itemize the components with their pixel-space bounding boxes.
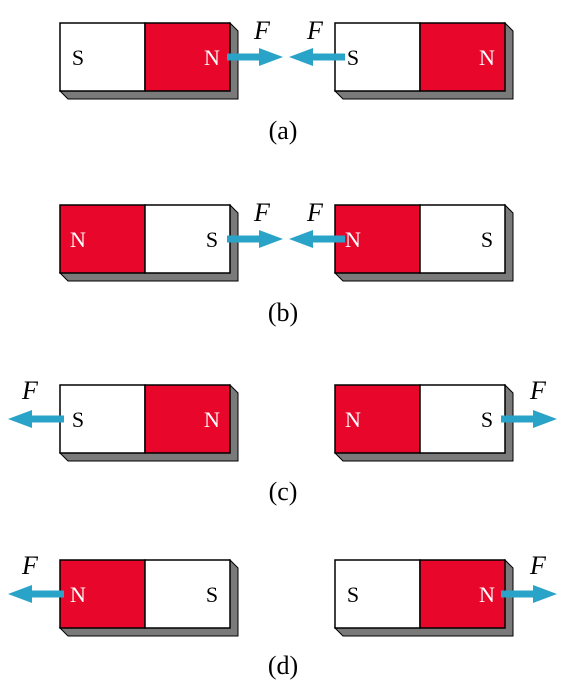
panel-caption: (a) bbox=[269, 116, 298, 145]
pole-label: N bbox=[70, 227, 86, 252]
north-pole bbox=[59, 204, 146, 274]
force-label: F bbox=[253, 198, 271, 227]
north-pole bbox=[144, 384, 231, 454]
force-arrow-icon bbox=[8, 585, 64, 603]
pole-label: N bbox=[479, 45, 495, 70]
pole-label: N bbox=[70, 582, 86, 607]
north-pole bbox=[144, 22, 231, 92]
panel-caption: (b) bbox=[268, 298, 298, 327]
pole-label: N bbox=[204, 407, 220, 432]
pole-label: N bbox=[345, 407, 361, 432]
south-pole bbox=[334, 22, 421, 92]
south-pole bbox=[334, 559, 421, 629]
north-pole bbox=[419, 559, 506, 629]
north-pole bbox=[59, 559, 146, 629]
south-pole bbox=[144, 204, 231, 274]
force-arrow-icon bbox=[289, 48, 345, 66]
force-label: F bbox=[21, 551, 39, 580]
pole-label: S bbox=[481, 407, 493, 432]
north-pole bbox=[419, 22, 506, 92]
south-pole bbox=[419, 384, 506, 454]
force-arrow-icon bbox=[501, 410, 557, 428]
force-label: F bbox=[253, 16, 271, 45]
force-arrow-icon bbox=[227, 230, 283, 248]
pole-label: S bbox=[481, 227, 493, 252]
force-label: F bbox=[306, 198, 324, 227]
south-pole bbox=[144, 559, 231, 629]
force-label: F bbox=[306, 16, 324, 45]
north-pole bbox=[334, 384, 421, 454]
pole-label: S bbox=[206, 582, 218, 607]
south-pole bbox=[419, 204, 506, 274]
force-label: F bbox=[529, 376, 547, 405]
pole-label: S bbox=[347, 582, 359, 607]
force-arrow-icon bbox=[227, 48, 283, 66]
force-arrow-icon bbox=[501, 585, 557, 603]
pole-label: S bbox=[72, 407, 84, 432]
pole-label: S bbox=[72, 45, 84, 70]
pole-label: N bbox=[204, 45, 220, 70]
force-label: F bbox=[529, 551, 547, 580]
pole-label: S bbox=[206, 227, 218, 252]
pole-label: N bbox=[345, 227, 361, 252]
panel-caption: (d) bbox=[268, 651, 298, 680]
force-arrow-icon bbox=[289, 230, 345, 248]
force-arrow-icon bbox=[8, 410, 64, 428]
force-label: F bbox=[21, 376, 39, 405]
pole-label: N bbox=[479, 582, 495, 607]
pole-label: S bbox=[347, 45, 359, 70]
panel-caption: (c) bbox=[269, 477, 298, 506]
